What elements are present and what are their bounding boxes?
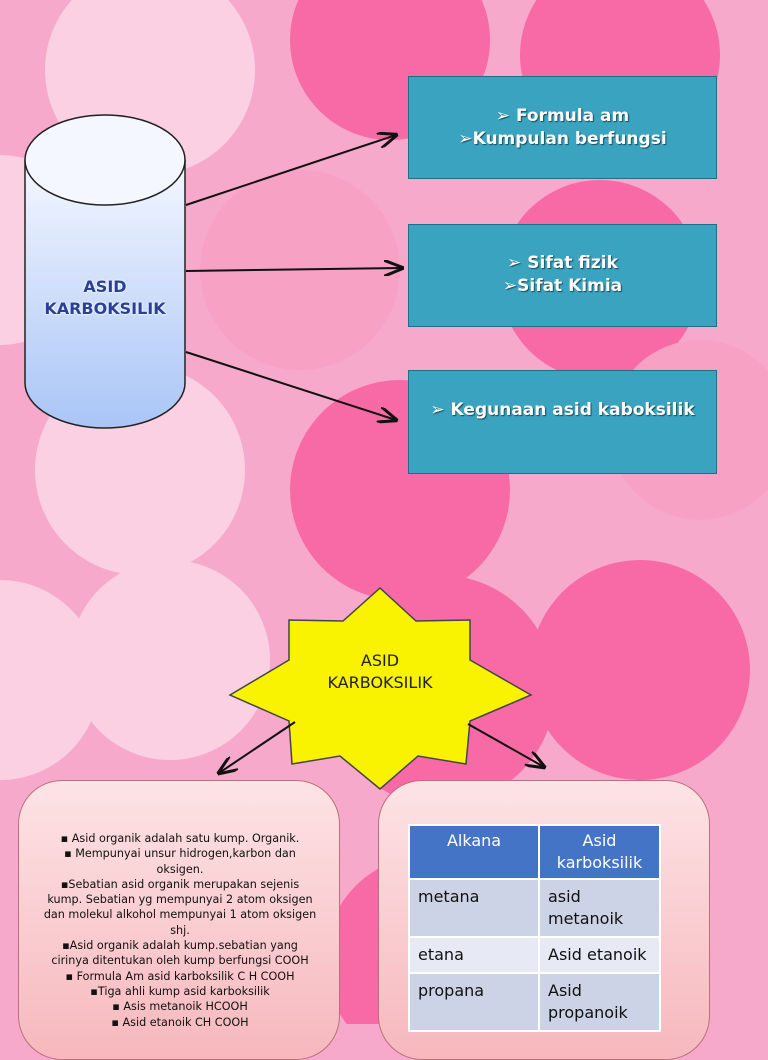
note-line: ▪ Asis metanoik HCOOH [112, 1000, 248, 1014]
notes-panel: ▪ Asid organik adalah satu kump. Organik… [18, 780, 340, 1060]
note-line: ▪ Asid organik adalah satu kump. Organik… [60, 832, 300, 845]
note-line: ▪ Asid etanoik CH COOH [111, 1015, 249, 1029]
arrow-to-box-3 [185, 351, 396, 420]
comparison-table: Alkana Asid karboksilik metana asid meta… [408, 824, 661, 1032]
table-cell: propana [408, 972, 540, 1032]
table-header-alkana: Alkana [408, 824, 540, 880]
table-row: metana asid metanoik [408, 878, 661, 938]
table-panel: Alkana Asid karboksilik metana asid meta… [378, 780, 710, 1060]
note-line: dan molekul alkohol mempunyai 1 atom oks… [43, 908, 317, 922]
note-line: ▪Tiga ahli kump asid karboksilik [90, 984, 270, 998]
table-cell: asid metanoik [538, 878, 661, 938]
table-header-asid: Asid karboksilik [538, 824, 661, 880]
star-label-line-2: KARBOKSILIK [327, 673, 433, 692]
star-label: ASID KARBOKSILIK [300, 650, 460, 694]
box-sifat-line-1: ➢ Sifat fizik [507, 253, 618, 273]
box-kegunaan-line-1: ➢ Kegunaan asid kaboksilik [430, 400, 695, 420]
table-row: etana Asid etanoik [408, 936, 661, 974]
box-formula-line-2: ➢Kumpulan berfungsi [458, 129, 667, 149]
table-cell: Asid etanoik [538, 936, 661, 974]
box-sifat: ➢ Sifat fizik ➢Sifat Kimia [408, 224, 717, 327]
note-line: ▪ Mempunyai unsur hidrogen,karbon dan [64, 847, 296, 861]
cylinder-label-line-2: KARBOKSILIK [44, 299, 166, 318]
note-line: ▪ Formula Am asid karboksilik C H COOH [65, 969, 295, 983]
table-cell: Asid propanoik [538, 972, 661, 1032]
arrow-to-box-1 [185, 135, 396, 206]
star-label-line-1: ASID [360, 651, 400, 670]
cylinder-label: ASID KARBOKSILIK [25, 276, 185, 320]
note-line: oksigen. [156, 862, 204, 876]
box-kegunaan: ➢ Kegunaan asid kaboksilik [408, 370, 717, 474]
table-cell: metana [408, 878, 540, 938]
cylinder-shape [24, 114, 186, 429]
note-line: ▪Asid organik adalah kump.sebatian yang [62, 939, 298, 953]
box-sifat-line-2: ➢Sifat Kimia [502, 276, 623, 296]
note-line: shj. [170, 923, 190, 937]
table-row: propana Asid propanoik [408, 972, 661, 1032]
box-formula-line-1: ➢ Formula am [495, 106, 630, 126]
table-cell: etana [408, 936, 540, 974]
box-formula: ➢ Formula am ➢Kumpulan berfungsi [408, 76, 717, 179]
arrow-to-right-panel [467, 723, 544, 767]
star-shape [228, 586, 533, 790]
table-header-row: Alkana Asid karboksilik [408, 824, 661, 880]
arrow-to-box-2 [185, 268, 402, 271]
cylinder-label-line-1: ASID [83, 277, 127, 296]
note-line: cirinya ditentukan oleh kump berfungsi C… [51, 954, 309, 968]
note-line: ▪Sebatian asid organik merupakan sejenis [60, 877, 300, 891]
note-line: kump. Sebatian yg mempunyai 2 atom oksig… [47, 893, 313, 907]
arrow-to-left-panel [219, 721, 296, 773]
notes-text: ▪ Asid organik adalah satu kump. Organik… [19, 831, 341, 1030]
